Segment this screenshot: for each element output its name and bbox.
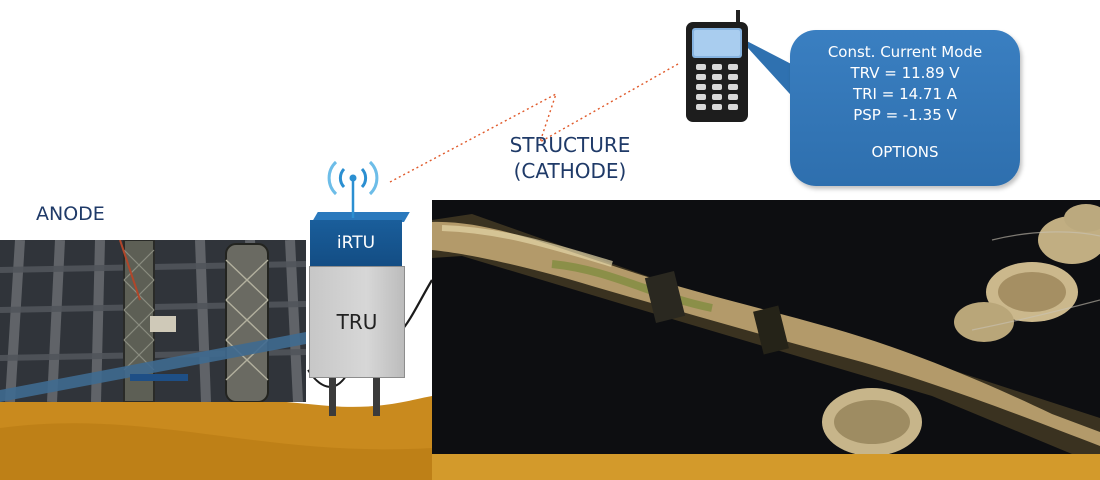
structure-label-line1: STRUCTURE: [509, 133, 631, 157]
wireless-signal-line: [389, 63, 679, 183]
mode-text: Const. Current Mode: [827, 43, 983, 61]
structure-cathode-photo: [432, 200, 1100, 454]
structure-label-line2: (CATHODE): [513, 159, 627, 183]
mobile-phone-icon: [686, 10, 748, 122]
structure-label: STRUCTURE (CATHODE): [500, 132, 640, 184]
irtu-label: iRTU: [336, 233, 376, 253]
tru-box: TRU: [309, 266, 405, 378]
anode-photo: [0, 240, 306, 402]
wireless-signal-icon: [327, 160, 379, 218]
phone-readout-bubble: Const. Current Mode TRV = 11.89 V TRI = …: [790, 30, 1020, 186]
speech-bubble-tail: [737, 36, 799, 104]
tri-reading: TRI = 14.71 A: [852, 85, 958, 103]
tru-leg-left: [329, 378, 336, 416]
options-button[interactable]: OPTIONS: [871, 143, 939, 161]
anode-label: ANODE: [36, 203, 105, 225]
tru-label: TRU: [336, 310, 378, 334]
psp-reading: PSP = -1.35 V: [853, 106, 957, 124]
tru-leg-right: [373, 378, 380, 416]
irtu-box: iRTU: [310, 220, 402, 266]
trv-reading: TRV = 11.89 V: [850, 64, 960, 82]
